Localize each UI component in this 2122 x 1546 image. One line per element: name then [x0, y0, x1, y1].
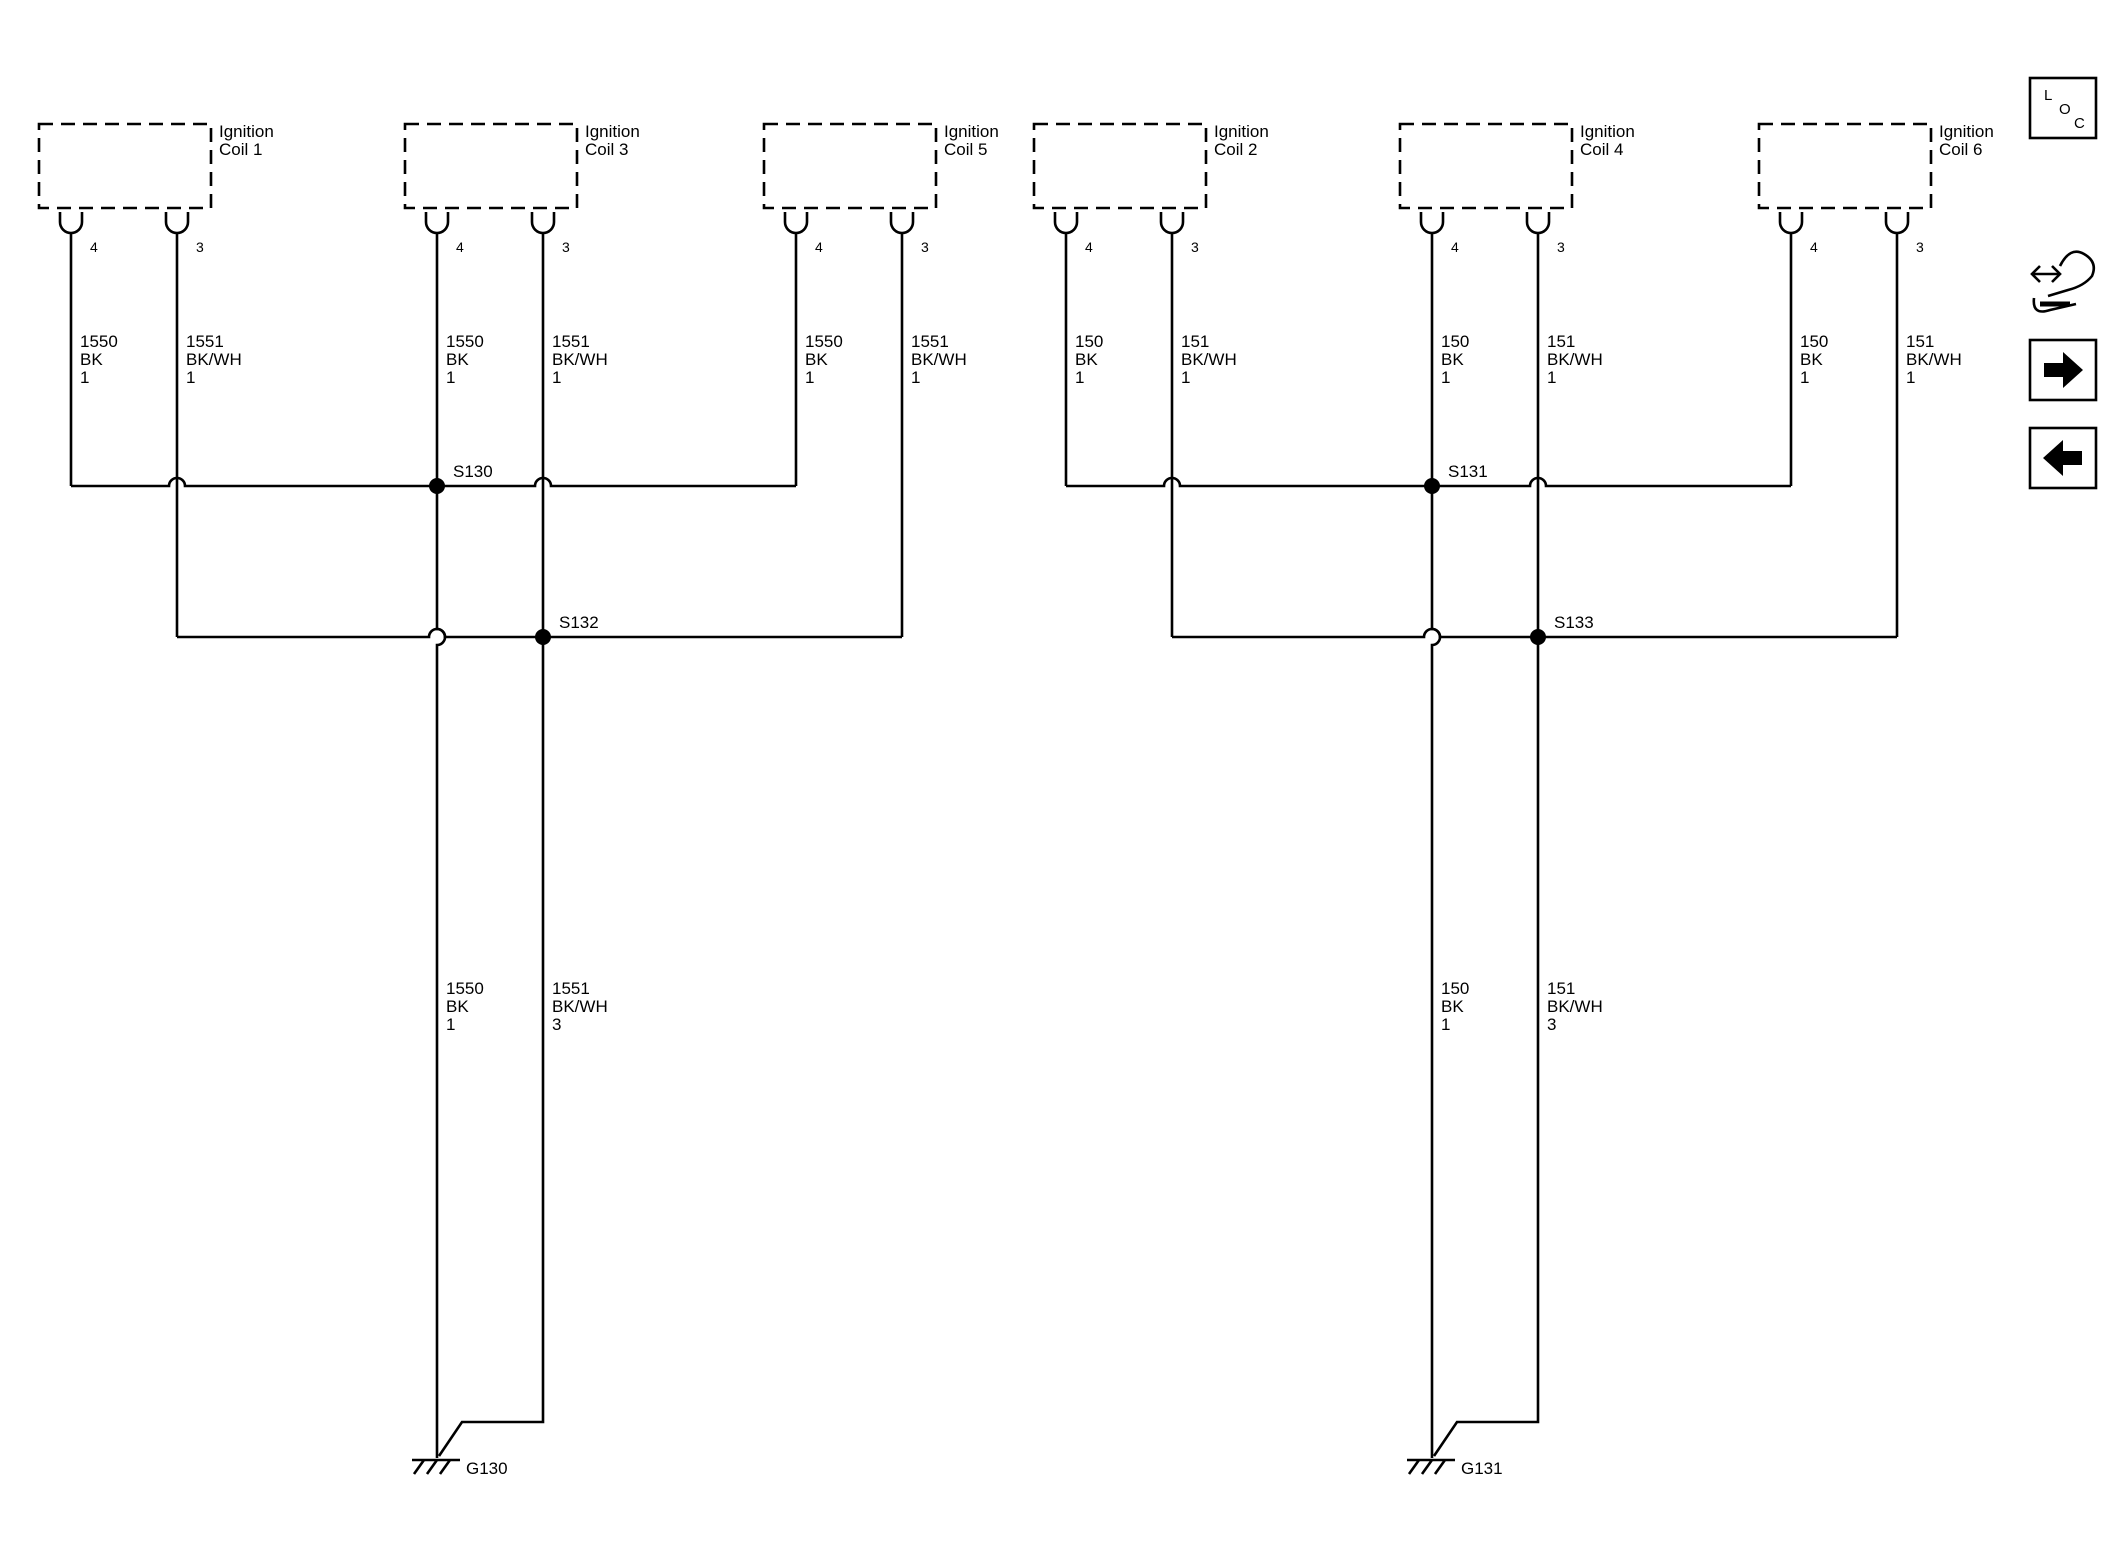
splice-label: S132	[559, 613, 599, 632]
ground-g130: G130	[412, 1458, 508, 1478]
ground-label: G130	[466, 1459, 508, 1478]
connector-terminals	[58, 212, 1910, 235]
pin-number: 3	[921, 239, 929, 255]
pin-numbers: 4 3 4 3 4 3 4 3 4 3 4 3	[90, 239, 1924, 255]
pin-number: 3	[562, 239, 570, 255]
splice-s133: S133	[1530, 613, 1594, 645]
splice-label: S131	[1448, 462, 1488, 481]
splice-s132: S132	[535, 613, 599, 645]
splice-label: S130	[453, 462, 493, 481]
wires-right-group	[1064, 233, 1899, 1458]
pin-number: 3	[1557, 239, 1565, 255]
loc-letter: C	[2074, 115, 2085, 132]
connector-info-button[interactable]	[2024, 244, 2104, 322]
loc-button[interactable]: L O C	[2028, 76, 2098, 140]
arrow-left-icon	[2043, 440, 2082, 476]
arrow-right-icon	[2044, 352, 2083, 388]
pin-number: 4	[1085, 239, 1093, 255]
pin-number: 3	[1916, 239, 1924, 255]
splice-s130: S130	[429, 462, 493, 494]
pin-number: 4	[815, 239, 823, 255]
pin-number: 4	[456, 239, 464, 255]
splice-label: S133	[1554, 613, 1594, 632]
splice-s131: S131	[1424, 462, 1488, 494]
pin-number: 4	[1810, 239, 1818, 255]
loc-letter: L	[2044, 87, 2052, 104]
pin-number: 4	[90, 239, 98, 255]
next-page-button[interactable]	[2028, 338, 2098, 402]
ground-icon	[412, 1458, 460, 1475]
pin-number: 4	[1451, 239, 1459, 255]
ground-g131: G131	[1407, 1458, 1503, 1478]
loc-letter: O	[2059, 101, 2071, 118]
pin-number: 3	[196, 239, 204, 255]
loc-icon: L O C	[2044, 87, 2085, 132]
pin-number: 3	[1191, 239, 1199, 255]
wires-left-group	[69, 233, 904, 1458]
ground-label: G131	[1461, 1459, 1503, 1478]
previous-page-button[interactable]	[2028, 426, 2098, 490]
connector-info-icon	[2030, 250, 2096, 313]
ground-icon	[1407, 1458, 1455, 1475]
